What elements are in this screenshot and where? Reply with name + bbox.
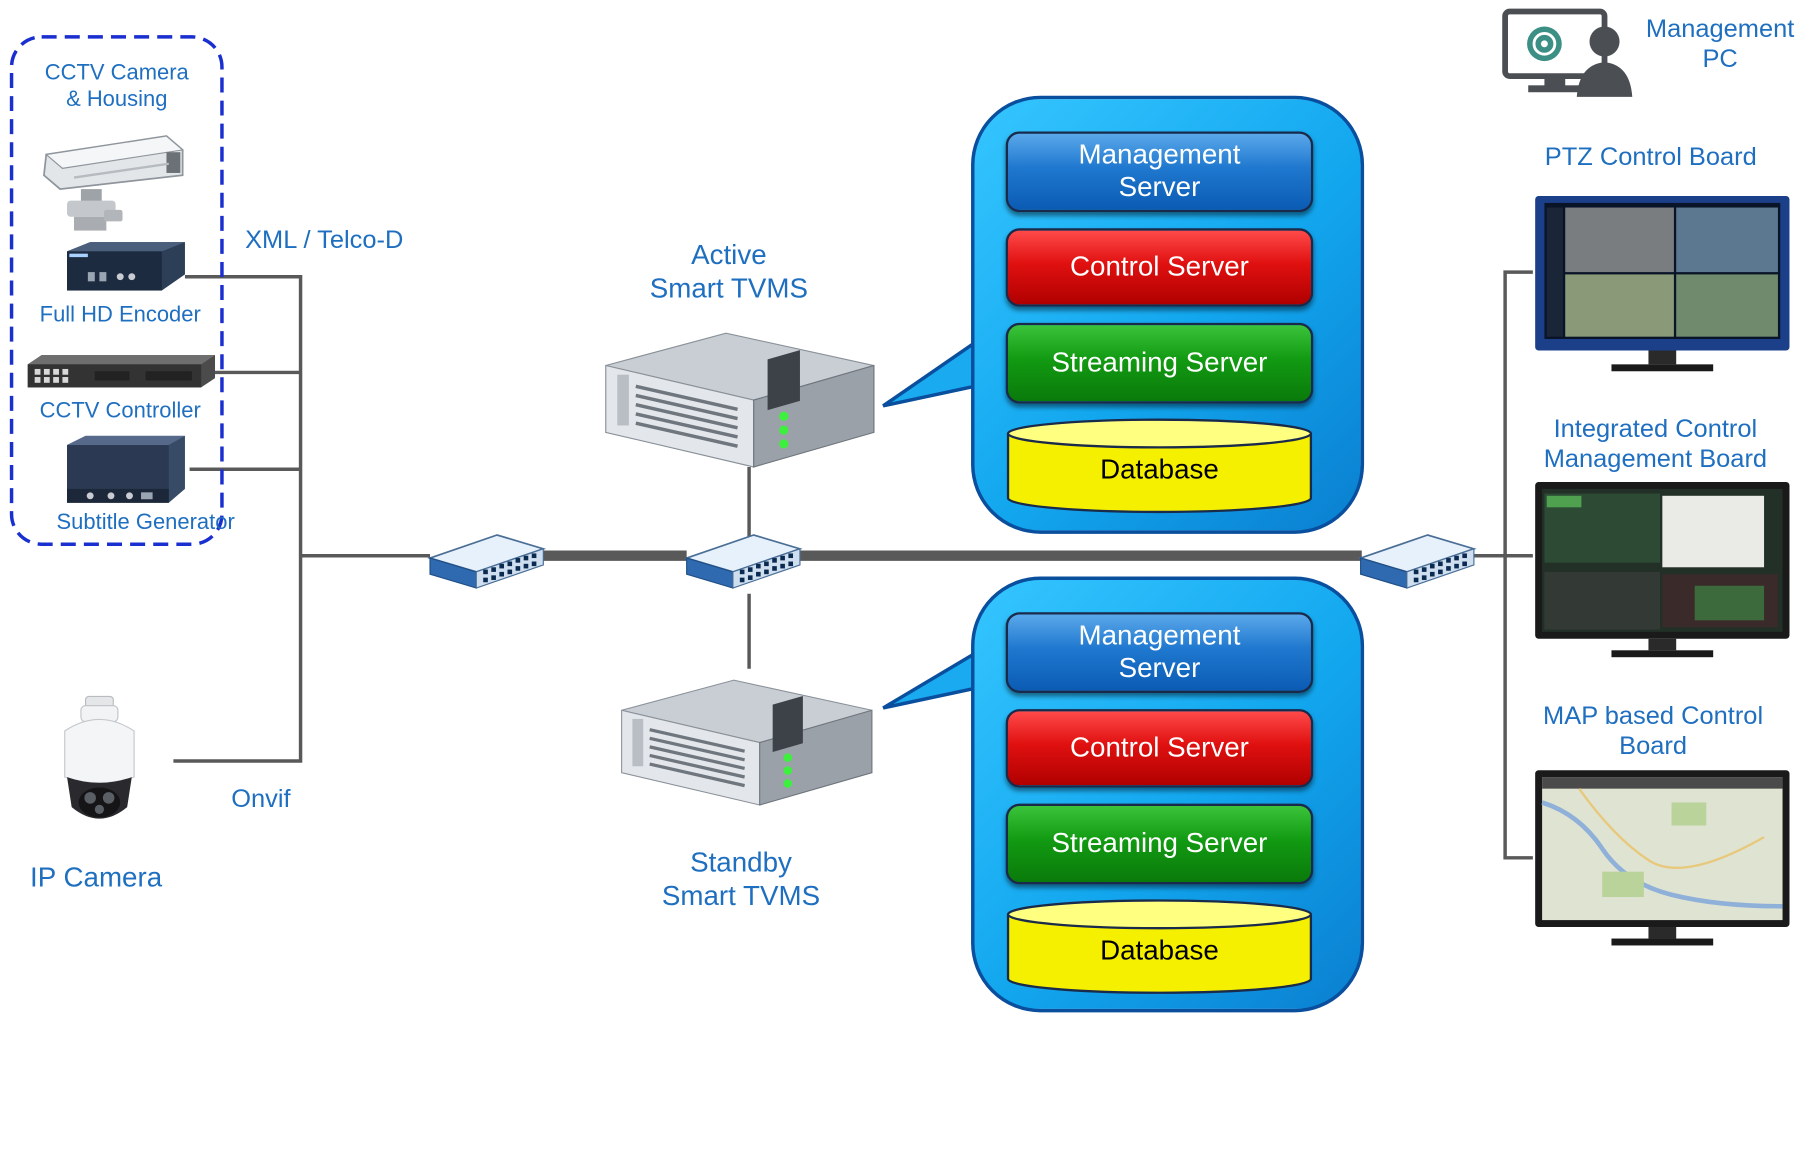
ip-camera-label: IP Camera xyxy=(30,862,163,894)
standby-database-label: Database xyxy=(1100,935,1219,967)
standby-control-server: Control Server xyxy=(1005,709,1314,788)
database-cylinder-icon xyxy=(1006,899,1313,994)
active-management-server: Management Server xyxy=(1005,131,1314,213)
ptz-control-board-label: PTZ Control Board xyxy=(1544,141,1757,171)
right-upper-line xyxy=(1468,270,1533,558)
left-trunk-line xyxy=(173,274,303,763)
map-control-board-label: MAP based Control Board xyxy=(1543,701,1764,761)
monitor-icon xyxy=(1535,770,1790,946)
xml-telco-d-label: XML / Telco-D xyxy=(245,224,404,254)
active-tvms-label: Active Smart TVMS xyxy=(649,239,808,305)
rack-server-icon xyxy=(605,332,875,468)
management-pc-label: Management PC xyxy=(1645,13,1795,74)
network-switch-icon xyxy=(427,534,546,589)
standby-server-bubble: Management Server Control Server Streami… xyxy=(971,576,1365,1013)
active-control-server: Control Server xyxy=(1005,228,1314,307)
network-switch-icon xyxy=(1358,534,1477,589)
active-bubble-pointer xyxy=(882,335,983,408)
active-streaming-server: Streaming Server xyxy=(1005,322,1314,404)
device-group-box xyxy=(9,35,224,546)
encoder-label: Full HD Encoder xyxy=(39,303,201,328)
rack-server-icon xyxy=(621,679,873,806)
monitor-icon xyxy=(1535,481,1790,658)
controller-icon xyxy=(27,355,216,388)
camera-housing-label: CCTV Camera & Housing xyxy=(44,61,189,112)
management-pc-icon xyxy=(1502,8,1633,97)
monitor-icon xyxy=(1535,196,1790,372)
network-switch-icon xyxy=(684,534,803,589)
box-camera-icon xyxy=(43,135,184,231)
encoder-icon xyxy=(67,242,185,291)
subtitle-generator-label: Subtitle Generator xyxy=(56,510,235,535)
onvif-label: Onvif xyxy=(231,784,291,813)
active-database: Database xyxy=(1006,417,1313,514)
ptz-dome-camera-icon xyxy=(64,695,135,819)
active-server-bubble: Management Server Control Server Streami… xyxy=(971,95,1365,534)
database-cylinder-icon xyxy=(1006,418,1313,514)
subtitle-generator-icon xyxy=(67,435,185,503)
standby-management-server: Management Server xyxy=(1005,612,1314,693)
standby-tvms-label: Standby Smart TVMS xyxy=(661,847,821,912)
integrated-control-board-label: Integrated Control Management Board xyxy=(1543,413,1768,474)
controller-label: CCTV Controller xyxy=(39,398,201,424)
right-lower-line xyxy=(1503,555,1533,860)
active-database-label: Database xyxy=(1100,454,1219,486)
connection-lines xyxy=(173,270,1533,860)
standby-database: Database xyxy=(1006,898,1313,995)
standby-bubble-pointer xyxy=(882,647,983,710)
standby-streaming-server: Streaming Server xyxy=(1005,803,1314,885)
